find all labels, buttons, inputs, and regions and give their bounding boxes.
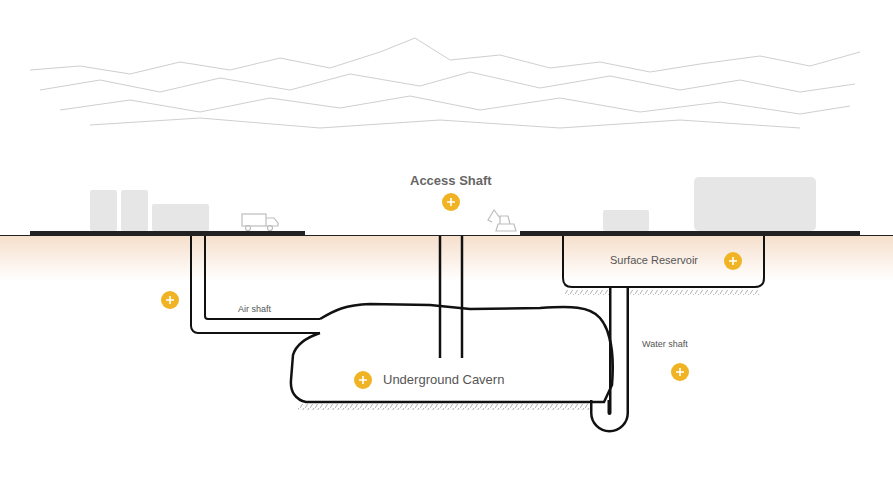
shaft-label: Air shaft — [238, 304, 271, 314]
cavern-node: Underground Cavern — [288, 298, 618, 408]
shaft-label: Water shaft — [641, 339, 689, 349]
node-outline — [288, 298, 618, 408]
reservoir-node: Surface Reservoir — [562, 236, 765, 288]
node-label: Surface Reservoir — [610, 254, 698, 266]
node-label: Underground Cavern — [383, 372, 504, 387]
shaft-label: Access Shaft — [410, 173, 492, 188]
